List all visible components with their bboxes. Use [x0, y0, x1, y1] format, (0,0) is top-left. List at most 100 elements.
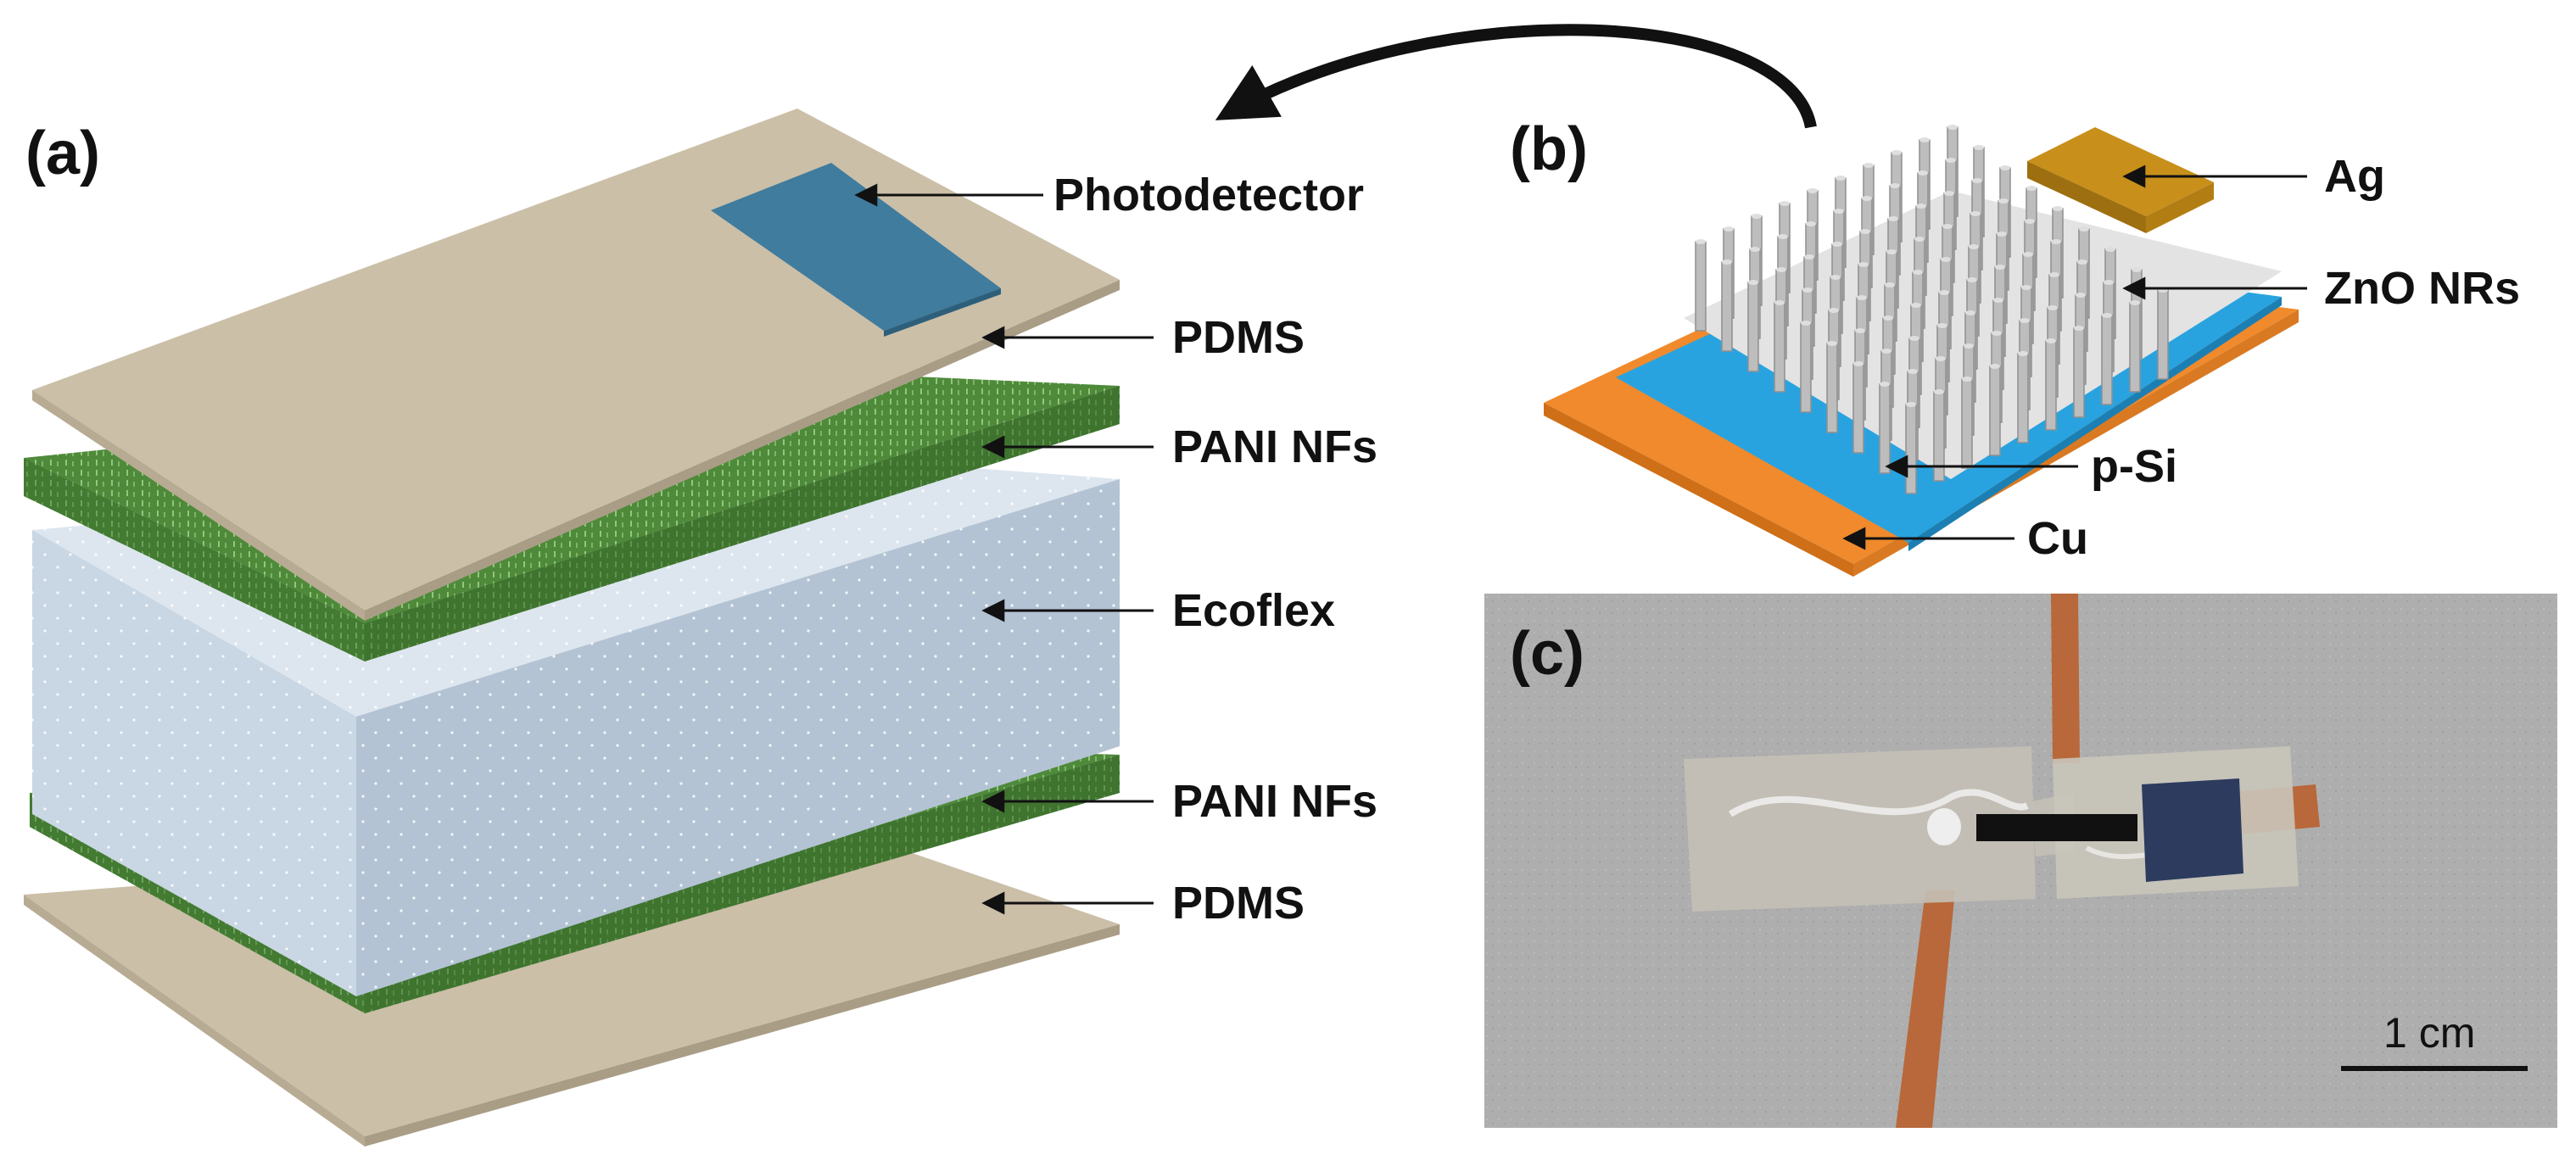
zno-nanorod-cap [1748, 280, 1758, 285]
zno-nanorod-cap [1885, 282, 1895, 287]
zno-nanorod [2073, 327, 2085, 418]
zno-nanorod [1905, 404, 1917, 494]
zno-nanorod-cap [1906, 402, 1916, 407]
zno-nanorod-cap [1776, 267, 1786, 272]
zno-nanorod-cap [1916, 204, 1926, 209]
zno-nanorod [2017, 353, 2029, 444]
photodetector-label: Photodetector [1053, 170, 1364, 220]
zno-nanorod [2045, 340, 2057, 431]
zno-nanorod-cap [1853, 361, 1864, 366]
zno-nanorod-cap [1990, 364, 2000, 369]
pdms-top-label: PDMS [1172, 312, 1305, 363]
zno-nanorod-cap [1914, 237, 1925, 242]
zno-nanorod-cap [1750, 247, 1760, 252]
zno-nanorod-cap [1942, 224, 1953, 229]
zno-nanorod-cap [1918, 170, 1928, 176]
zno-nanorod-cap [1886, 249, 1897, 254]
zno-nanorod [1961, 378, 1973, 469]
pani-bottom-label: PANI NFs [1172, 776, 1377, 827]
zno-nanorod [1747, 282, 1759, 372]
cu-label: Cu [2027, 513, 2088, 564]
zno-nanorod-cap [1993, 298, 2003, 303]
zno-nanorod-cap [1857, 295, 1867, 300]
zno-nanorod-cap [2018, 351, 2028, 356]
zno-nanorod-cap [1864, 163, 1874, 168]
zno-nanorod-cap [1880, 382, 1890, 387]
zno-label: ZnO NRs [2324, 263, 2520, 314]
panel-b: (b) Ag ZnO NRs p-Si Cu [1510, 115, 2520, 577]
panel-b-label: (b) [1510, 115, 1588, 183]
ag-label: Ag [2324, 151, 2385, 202]
zno-nanorod-cap [1970, 211, 1981, 216]
zno-nanorod-cap [1832, 242, 1842, 247]
zno-nanorod-cap [2049, 272, 2059, 277]
pdms-bottom-label: PDMS [1172, 878, 1305, 929]
zno-nanorod-cap [1858, 262, 1869, 267]
zno-nanorod-cap [1944, 191, 1954, 196]
zno-nanorod-cap [1969, 244, 1979, 249]
zno-nanorod [1989, 365, 2001, 456]
zno-nanorod-cap [2074, 326, 2084, 331]
zno-nanorod-cap [1883, 315, 1893, 321]
p-si-label: p-Si [2091, 441, 2177, 492]
zno-nanorod-cap [2076, 293, 2086, 298]
zno-nanorod-cap [2051, 239, 2061, 244]
zno-nanorod-cap [1939, 290, 1949, 295]
zno-nanorod-cap [1891, 150, 1902, 155]
zno-nanorod-cap [2026, 186, 2037, 191]
zno-nanorod-cap [2053, 206, 2063, 211]
zno-nanorod [1695, 241, 1707, 332]
zno-nanorod-cap [1834, 209, 1844, 214]
zno-nanorod-cap [1967, 277, 1977, 282]
zno-nanorod-cap [1722, 259, 1732, 265]
zno-nanorod-cap [2130, 300, 2140, 305]
zno-nanorod-cap [1934, 389, 1944, 394]
copper-tape-top [2051, 594, 2080, 763]
encapsulated-device [1684, 746, 2299, 912]
photodetector-in-photo [2142, 778, 2244, 882]
zno-nanorod-cap [2104, 280, 2114, 285]
pani-top-label: PANI NFs [1172, 421, 1377, 472]
zno-nanorod-cap [1936, 356, 1946, 361]
zno-nanorod-cap [1860, 229, 1870, 234]
zno-nanorod-cap [1947, 125, 1958, 130]
zno-nanorod-cap [1808, 188, 1818, 193]
zno-nanorod-cap [1855, 328, 1865, 333]
zno-nanorod-cap [2023, 252, 2033, 257]
zno-nanorod-cap [1881, 349, 1891, 354]
zno-nanorod-cap [1998, 198, 2009, 204]
zno-nanorod-cap [1836, 176, 1846, 181]
panel-a-label: (a) [25, 120, 100, 187]
zno-nanorod [1852, 363, 1864, 454]
zno-nanorod-cap [1909, 336, 1919, 341]
zno-nanorod-cap [1962, 377, 1972, 382]
zno-nanorod-cap [1862, 196, 1872, 201]
panel-c-label: (c) [1510, 620, 1584, 688]
zno-nanorod-cap [1829, 308, 1839, 313]
zno-nanorod-cap [1964, 343, 1974, 349]
zno-nanorod-cap [1830, 275, 1841, 280]
ecoflex-label: Ecoflex [1172, 585, 1335, 636]
zno-nanorod-cap [1827, 341, 1837, 346]
zno-nanorod [2101, 315, 2113, 405]
zno-nanorod-cap [1804, 254, 1814, 259]
zno-nanorod [1721, 261, 1733, 352]
zno-nanorod-cap [2132, 267, 2142, 272]
zno-nanorod-cap [1888, 216, 1898, 221]
zno-nanorod-cap [1972, 178, 1982, 183]
zno-nanorod-cap [2021, 285, 2031, 290]
zno-nanorod-cap [2077, 259, 2087, 265]
zno-nanorod-cap [2025, 219, 2035, 224]
zno-nanorod [1774, 302, 1785, 393]
zno-nanorod-cap [2102, 313, 2112, 318]
zno-nanorod-cap [2000, 165, 2010, 170]
zno-nanorod-cap [1890, 183, 1900, 188]
zno-nanorod [1800, 322, 1812, 413]
ecoflex-block [32, 458, 1120, 996]
zno-nanorod-cap [1724, 226, 1734, 232]
photodetector-chip [711, 163, 1001, 337]
zno-nanorod-cap [1774, 300, 1785, 305]
panel-c: 1 cm (c) [1484, 594, 2557, 1128]
zno-nanorod-cap [1941, 257, 1951, 262]
